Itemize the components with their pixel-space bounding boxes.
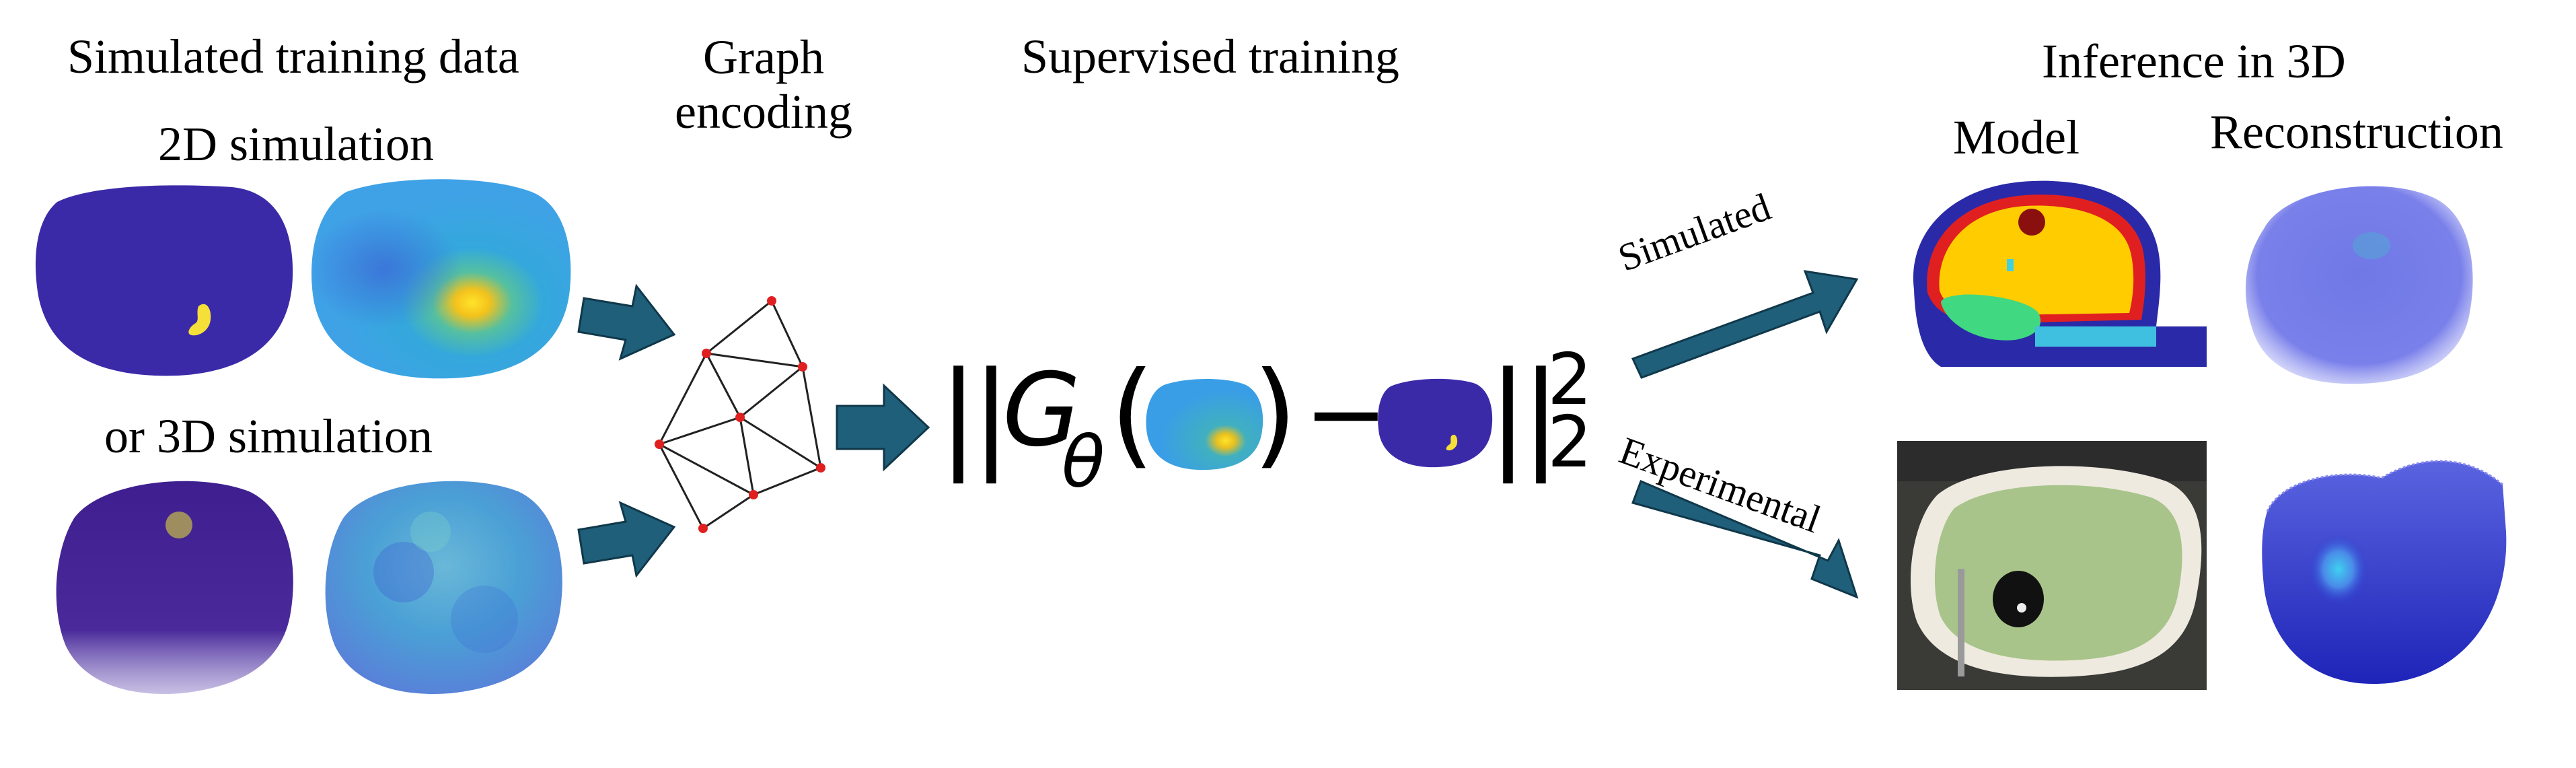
- loss-operator: G: [1002, 360, 1080, 461]
- sim-2d-reconstruction: [311, 179, 571, 379]
- inference-simulated-model: [1913, 180, 2207, 367]
- label-reconstruction: Reconstruction: [2210, 105, 2503, 159]
- title-inference-3d: Inference in 3D: [2042, 34, 2346, 88]
- graph-node: [816, 463, 825, 473]
- graph-node: [735, 413, 745, 422]
- arrow-3d-to-graph: [577, 501, 676, 578]
- loss-norm-close: ||: [1488, 347, 1561, 484]
- loss-operator-symbol: G: [1002, 352, 1081, 469]
- graph-encoding-line1: Graph: [703, 30, 824, 84]
- loss-target-ground-truth: [1378, 378, 1493, 468]
- title-supervised-training: Supervised training: [1021, 30, 1399, 83]
- graph-node: [702, 349, 711, 358]
- arrow-2d-to-graph: [577, 283, 676, 361]
- graph-encoding-line2: encoding: [675, 84, 852, 139]
- title-graph-encoding: Graph encoding: [656, 30, 871, 139]
- loss-paren-close: ): [1253, 347, 1298, 481]
- sim-3d-ground-truth: [56, 481, 293, 694]
- inclusion-2d: [188, 304, 211, 336]
- sim-3d-reconstruction: [325, 481, 562, 694]
- loss-norm-superscript: 2: [1547, 339, 1592, 421]
- inference-experimental-photo: [1897, 441, 2207, 690]
- sim-2d-ground-truth: [35, 185, 293, 376]
- inclusion-3d: [165, 512, 192, 538]
- loss-operator-subscript: θ: [1062, 421, 1105, 503]
- photo-inclusion: [1993, 571, 2044, 627]
- arrow-graph-to-loss: [836, 383, 930, 472]
- inference-simulated-reconstruction: [2246, 186, 2473, 384]
- loss-minus: −: [1304, 355, 1389, 473]
- graph-encoding-mesh: [655, 296, 825, 533]
- label-3d-simulation: or 3D simulation: [104, 409, 433, 463]
- graph-node: [749, 490, 758, 499]
- arrow-experimental: [1631, 480, 1859, 599]
- graph-node: [767, 296, 776, 306]
- loss-norm-subscript: 2: [1547, 401, 1592, 483]
- head-3d-shape: [56, 481, 293, 694]
- domain-2d-shape: [35, 185, 293, 376]
- graph-node: [655, 440, 664, 449]
- loss-norm-open: ||: [939, 347, 1011, 484]
- graph-node: [798, 362, 807, 372]
- inference-experimental-reconstruction: [2262, 460, 2507, 685]
- label-2d-simulation: 2D simulation: [158, 117, 434, 171]
- graph-node: [698, 524, 708, 533]
- title-simulated-training-data: Simulated training data: [67, 30, 519, 83]
- model-inclusion: [2018, 209, 2045, 236]
- label-model: Model: [1953, 110, 2080, 164]
- arrow-simulated: [1631, 270, 1859, 379]
- head-3d-recon-shape: [325, 481, 562, 694]
- loss-input-reconstruction: [1146, 379, 1263, 470]
